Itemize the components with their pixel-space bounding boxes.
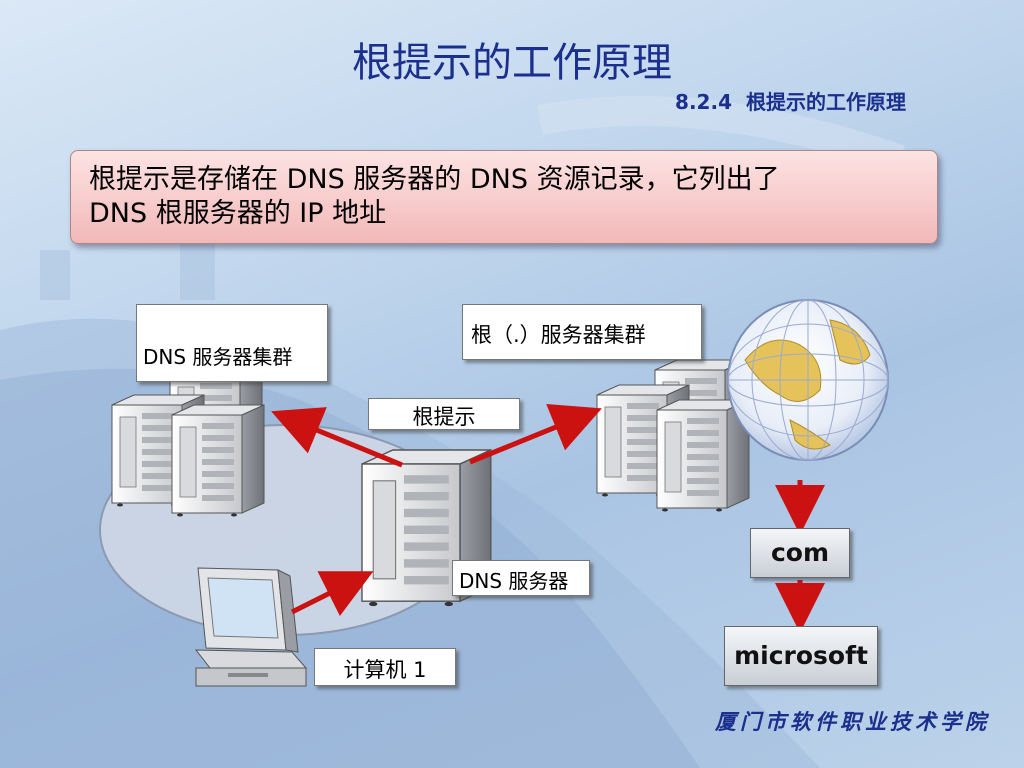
domain-com: com bbox=[750, 528, 850, 578]
section-number: 8.2.4 bbox=[675, 90, 732, 114]
label-dns-server: DNS 服务器 bbox=[452, 560, 590, 596]
globe-icon bbox=[727, 299, 889, 461]
section-heading: 8.2.4 根提示的工作原理 bbox=[675, 86, 906, 115]
arrow-to-root-cluster bbox=[469, 404, 602, 465]
callout-line-1: 根提示是存储在 DNS 服务器的 DNS 资源记录，它列出了 bbox=[89, 164, 780, 195]
label-dns-server-cluster: DNS 服务器集群 bbox=[136, 304, 328, 382]
label-root-server-cluster: 根（.）服务器集群 bbox=[462, 304, 702, 360]
section-title: 根提示的工作原理 bbox=[746, 90, 906, 114]
definition-callout: 根提示是存储在 DNS 服务器的 DNS 资源记录，它列出了 DNS 根服务器的… bbox=[70, 150, 938, 244]
root-cluster-servers bbox=[596, 359, 750, 512]
arrow-to-dns-cluster bbox=[271, 407, 403, 468]
domain-microsoft: microsoft bbox=[724, 626, 878, 686]
footer-institution: 厦门市软件职业技术学院 bbox=[715, 709, 990, 734]
callout-line-2: DNS 根服务器的 IP 地址 bbox=[89, 198, 387, 229]
label-root-hints: 根提示 bbox=[368, 398, 520, 430]
label-computer-1: 计算机 1 bbox=[314, 648, 456, 686]
slide-title: 根提示的工作原理 bbox=[352, 40, 672, 86]
dns-cluster-servers bbox=[111, 364, 265, 517]
computer-icon bbox=[194, 567, 308, 687]
arrow-computer-to-dns bbox=[290, 571, 374, 617]
